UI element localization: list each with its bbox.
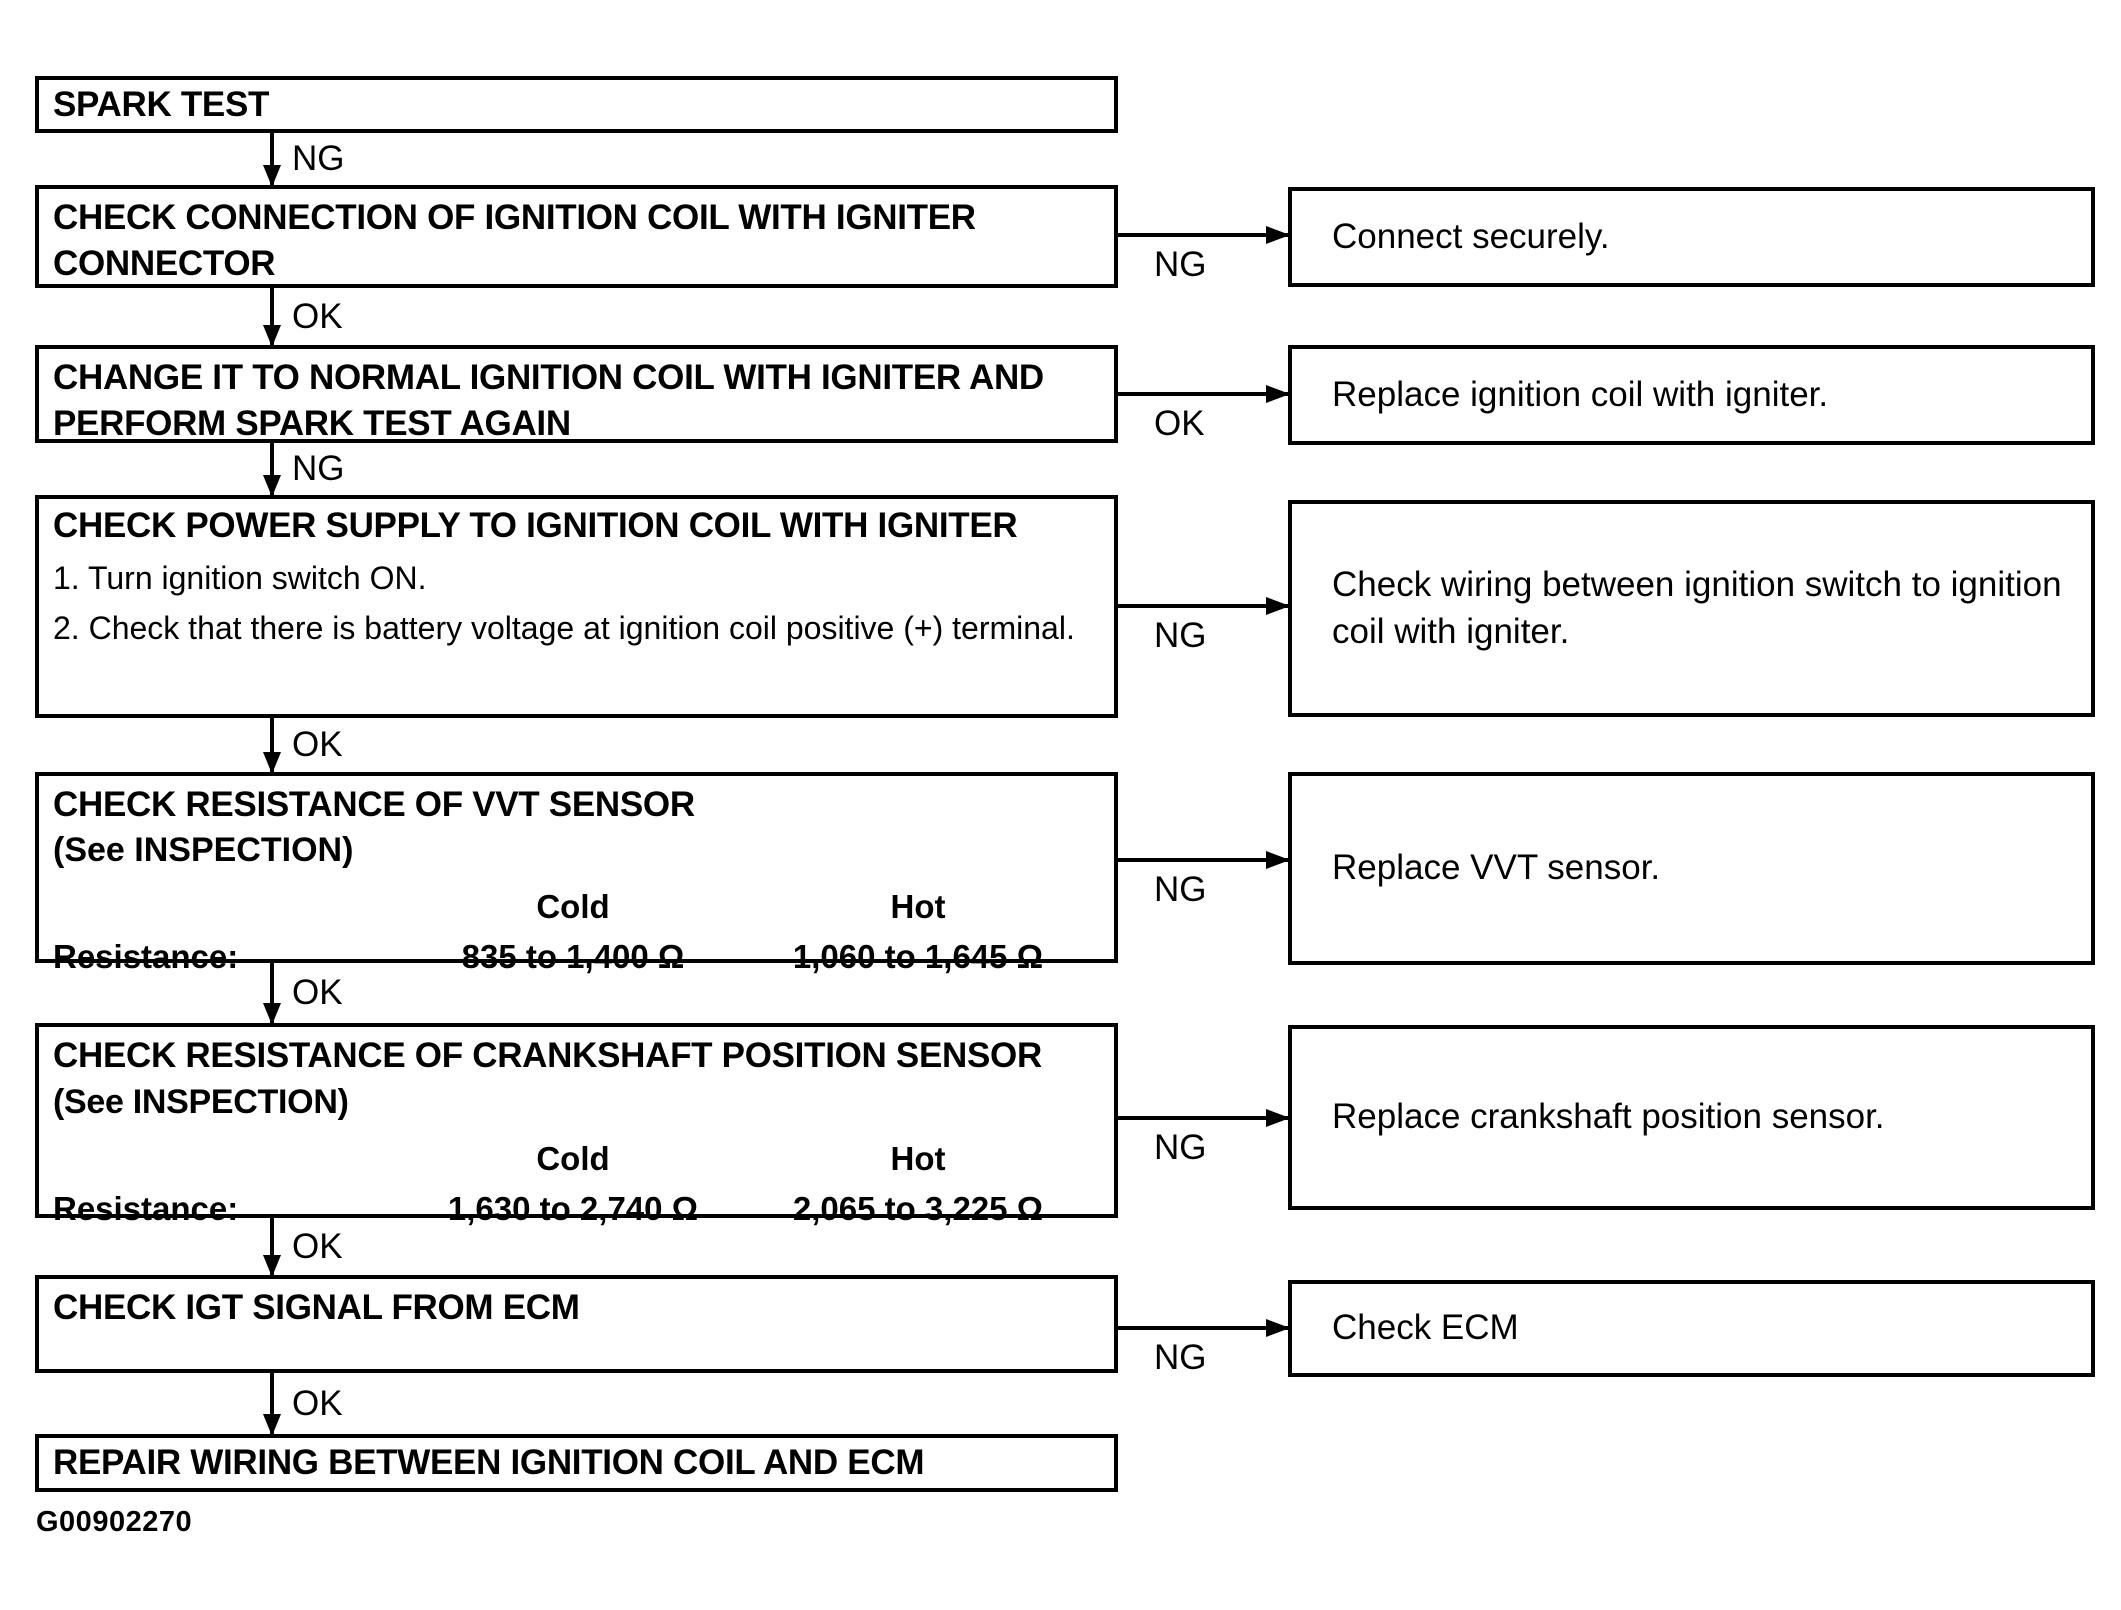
spec-col-hot: Hot [890, 1140, 946, 1177]
connector-label: NG [1154, 616, 1207, 655]
right-arrow: NG [1118, 597, 1290, 655]
arrowhead-down-icon [263, 1255, 281, 1277]
arrowhead-right-icon [1266, 1109, 1290, 1127]
step-check-connection: CHECK CONNECTION OF IGNITION COIL WITH I… [35, 185, 1118, 288]
action-text: Check wiring between ignition switch to … [1332, 565, 2062, 651]
arrowhead-right-icon [1266, 385, 1290, 403]
action-text: Connect securely. [1332, 216, 1610, 256]
connector-label: NG [1154, 245, 1207, 284]
spec-col-hot: Hot [890, 887, 946, 925]
spec-value-row: Resistance: 1,630 to 2,740 Ω 2,065 to 3,… [53, 1190, 1100, 1228]
step-check-vvt-resistance: CHECK RESISTANCE OF VVT SENSOR (See INSP… [35, 772, 1118, 975]
action-text: Check ECM [1332, 1308, 1519, 1348]
step-title: CHANGE IT TO NORMAL IGNITION COIL WITH I… [53, 358, 1044, 443]
spec-col-cold: Cold [536, 887, 610, 925]
connector-label: OK [1154, 404, 1205, 443]
right-arrow: OK [1118, 385, 1290, 443]
step-instruction: 1. Turn ignition switch ON. [53, 559, 427, 596]
connector-label: NG [1154, 870, 1207, 909]
spec-header-row: Cold Hot [53, 1140, 1100, 1178]
connector-label: OK [292, 973, 343, 1012]
step-title: REPAIR WIRING BETWEEN IGNITION COIL AND … [53, 1443, 925, 1483]
action-replace-ckp-sensor: Replace crankshaft position sensor. [1288, 1025, 2095, 1210]
arrowhead-down-icon [263, 752, 281, 774]
spec-value-row: Resistance: 835 to 1,400 Ω 1,060 to 1,64… [53, 938, 1100, 976]
step-title: CHECK POWER SUPPLY TO IGNITION COIL WITH… [53, 506, 1018, 545]
down-arrow: OK [263, 718, 343, 774]
arrowhead-down-icon [263, 325, 281, 347]
down-arrow: NG [263, 133, 345, 187]
action-check-wiring: Check wiring between ignition switch to … [1288, 500, 2095, 717]
step-title-line: CHECK RESISTANCE OF CRANKSHAFT POSITION … [53, 1033, 1053, 1124]
step-repair-wiring: REPAIR WIRING BETWEEN IGNITION COIL AND … [35, 1434, 1118, 1492]
spec-hot-value: 2,065 to 3,225 Ω [792, 1190, 1044, 1227]
spec-cold-value: 1,630 to 2,740 Ω [447, 1190, 699, 1227]
connector-label: OK [292, 725, 343, 764]
connector-label: NG [1154, 1128, 1207, 1167]
connector-label: NG [292, 449, 345, 488]
step-check-ckp-resistance: CHECK RESISTANCE OF CRANKSHAFT POSITION … [35, 1023, 1118, 1227]
down-arrow: OK [263, 288, 343, 347]
step-title: CHECK IGT SIGNAL FROM ECM [53, 1288, 580, 1327]
right-arrow: NG [1118, 851, 1290, 909]
step-title: CHECK CONNECTION OF IGNITION COIL WITH I… [53, 198, 976, 283]
action-replace-vvt-sensor: Replace VVT sensor. [1288, 772, 2095, 965]
arrowhead-right-icon [1266, 226, 1290, 244]
down-arrow: OK [263, 1218, 343, 1277]
arrowhead-down-icon [263, 1414, 281, 1436]
right-arrow: NG [1118, 1319, 1290, 1377]
step-change-coil-retest: CHANGE IT TO NORMAL IGNITION COIL WITH I… [35, 345, 1118, 443]
connector-label: NG [292, 139, 345, 178]
resistance-spec-table: Cold Hot Resistance: 835 to 1,400 Ω 1,06… [53, 888, 1100, 976]
resistance-spec-table: Cold Hot Resistance: 1,630 to 2,740 Ω 2,… [53, 1140, 1100, 1228]
right-arrow: NG [1118, 1109, 1290, 1167]
connector-label: OK [292, 1383, 343, 1423]
step-instruction: 2. Check that there is battery voltage a… [53, 610, 1075, 647]
right-arrow: NG [1118, 226, 1290, 284]
step-check-igt-signal: CHECK IGT SIGNAL FROM ECM [35, 1275, 1118, 1373]
step-title: CHECK RESISTANCE OF VVT SENSOR [53, 785, 695, 824]
step-subtitle: (See INSPECTION) [53, 1082, 349, 1121]
action-text: Replace VVT sensor. [1332, 848, 1661, 888]
action-check-ecm: Check ECM [1288, 1280, 2095, 1377]
spec-cold-value: 835 to 1,400 Ω [461, 937, 685, 975]
arrowhead-right-icon [1266, 851, 1290, 869]
connector-label: OK [292, 296, 343, 336]
step-subtitle: (See INSPECTION) [53, 830, 354, 869]
spec-col-cold: Cold [536, 1140, 610, 1177]
spec-row-label: Resistance: [53, 1190, 239, 1227]
down-arrow: NG [263, 443, 345, 497]
arrowhead-down-icon [263, 1003, 281, 1025]
spec-row-label: Resistance: [53, 937, 239, 975]
action-connect-securely: Connect securely. [1288, 187, 2095, 287]
step-title: SPARK TEST [53, 84, 270, 124]
spec-header-row: Cold Hot [53, 888, 1100, 926]
arrowhead-right-icon [1266, 1319, 1290, 1337]
arrowhead-right-icon [1266, 597, 1290, 615]
step-title: CHECK RESISTANCE OF CRANKSHAFT POSITION … [53, 1036, 1042, 1075]
down-arrow: OK [263, 963, 343, 1025]
spec-hot-value: 1,060 to 1,645 Ω [792, 937, 1044, 975]
action-text: Replace crankshaft position sensor. [1332, 1097, 1885, 1137]
connector-label: OK [292, 1226, 343, 1266]
action-replace-ignition-coil: Replace ignition coil with igniter. [1288, 345, 2095, 445]
arrowhead-down-icon [263, 165, 281, 187]
connector-label: NG [1154, 1338, 1207, 1377]
arrowhead-down-icon [263, 475, 281, 497]
figure-code: G00902270 [36, 1506, 193, 1538]
action-text: Replace ignition coil with igniter. [1332, 374, 1829, 414]
down-arrow: OK [263, 1373, 343, 1436]
step-spark-test: SPARK TEST [35, 76, 1118, 133]
step-check-power-supply: CHECK POWER SUPPLY TO IGNITION COIL WITH… [35, 495, 1118, 718]
